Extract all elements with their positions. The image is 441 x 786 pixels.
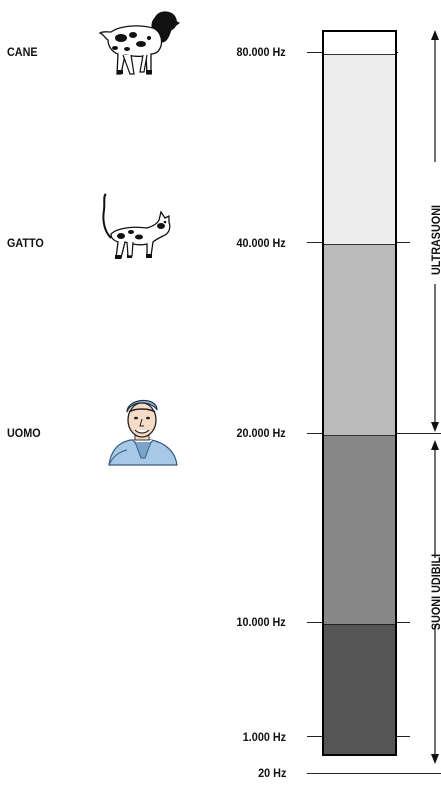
freq-1000: 1.000 Hz [242, 730, 286, 744]
label-uomo: UOMO [7, 426, 41, 440]
freq-20: 20 Hz [257, 766, 286, 780]
freq-80000: 80.000 Hz [236, 45, 286, 59]
label-gatto: GATTO [7, 236, 44, 250]
band-40000 [324, 244, 395, 436]
freq-10000: 10.000 Hz [236, 615, 286, 629]
cat-icon [102, 193, 171, 259]
band-10000 [324, 624, 395, 754]
ultrasound-arrow [431, 30, 439, 432]
man-icon [108, 399, 178, 466]
freq-40000: 40.000 Hz [236, 236, 286, 250]
ultrasound-label: ULTRASUONI [429, 204, 441, 276]
band-20000 [324, 435, 395, 625]
tick-20 [307, 773, 441, 774]
audible-label: SUONI UDIBILI [429, 553, 441, 631]
band-80000 [324, 54, 395, 245]
dog-icon [98, 11, 180, 75]
audible-arrow [431, 440, 439, 764]
frequency-bar [322, 30, 397, 756]
freq-20000: 20.000 Hz [236, 426, 286, 440]
label-cane: CANE [7, 45, 38, 59]
